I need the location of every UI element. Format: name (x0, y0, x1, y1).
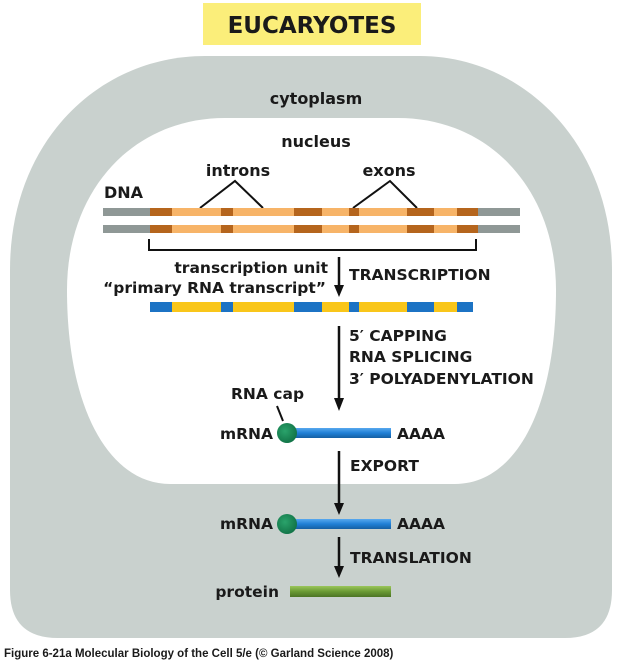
title: EUCARYOTES (228, 13, 397, 39)
mrna-cytoplasmic-strand (288, 519, 391, 529)
dna-strand-2-exon-segment (407, 225, 434, 233)
rna-intron-segment (233, 302, 294, 312)
rna-intron-segment (434, 302, 457, 312)
processing-step-splicing: RNA SPLICING (349, 348, 472, 366)
dna-strand-2-exon-segment (457, 225, 478, 233)
dna-strand-2-intron-segment (233, 225, 294, 233)
translation-arrow-head (334, 566, 344, 578)
export-step-label: EXPORT (350, 457, 419, 475)
dna-strand-2-intron-segment (359, 225, 407, 233)
dna-strand-1-exon-segment (457, 208, 478, 216)
dna-strand-1-intron-segment (322, 208, 349, 216)
translation-step-label: TRANSLATION (350, 549, 472, 567)
processing-arrow-head (334, 398, 344, 411)
dna-strand-1-intron-segment (434, 208, 457, 216)
dna-strand-1-exon-segment (221, 208, 233, 216)
dna-strand-1-intron-segment (172, 208, 221, 216)
protein-label: protein (215, 583, 279, 601)
exons-label: exons (362, 161, 415, 180)
introns-label: introns (206, 161, 270, 180)
dna-strand-1-flank-segment (478, 208, 520, 216)
export-arrow-head (334, 503, 344, 515)
cytoplasm-label: cytoplasm (270, 89, 362, 108)
rna-exon-segment (294, 302, 322, 312)
dna-strand-1-exon-segment (407, 208, 434, 216)
polya-cytoplasmic-label: AAAA (397, 515, 445, 533)
protein-bar (290, 586, 391, 597)
rna-exon-segment (221, 302, 233, 312)
dna-strand-1-exon-segment (150, 208, 172, 216)
dna-strand-2-intron-segment (322, 225, 349, 233)
mrna-cytoplasmic-label: mRNA (220, 515, 273, 533)
dna-strand-2-intron-segment (172, 225, 221, 233)
dna-strand-2-flank-segment (478, 225, 520, 233)
transcription-step-label: TRANSCRIPTION (349, 266, 491, 284)
dna-strand-1-flank-segment (103, 208, 150, 216)
dna-strand-2-exon-segment (349, 225, 359, 233)
transcription-unit-label: transcription unit (174, 259, 328, 277)
dna-strand-1-exon-segment (349, 208, 359, 216)
nucleus-label: nucleus (281, 132, 351, 151)
rna-exon-segment (150, 302, 172, 312)
exons-pointer (352, 179, 418, 209)
rna-cap-label: RNA cap (231, 385, 304, 403)
dna-strand-2-exon-segment (294, 225, 322, 233)
dna-strand-1-intron-segment (359, 208, 407, 216)
mrna-nuclear-cap (277, 423, 297, 443)
title-box (203, 3, 421, 45)
rna-exon-segment (349, 302, 359, 312)
rna-exon-segment (457, 302, 473, 312)
transcription-unit-bracket (148, 239, 477, 251)
dna-label: DNA (104, 183, 144, 202)
polya-nuclear-label: AAAA (397, 425, 445, 443)
figure-caption: Figure 6-21a Molecular Biology of the Ce… (4, 648, 394, 660)
dna-double-strand (103, 208, 520, 233)
rna-intron-segment (359, 302, 407, 312)
primary-transcript-label: “primary RNA transcript” (103, 279, 326, 297)
rna-exon-segment (407, 302, 434, 312)
dna-strand-1-intron-segment (233, 208, 294, 216)
rna-cap-pointer (276, 405, 284, 422)
mrna-nuclear-strand (288, 428, 391, 438)
processing-step-capping: 5′ CAPPING (349, 327, 447, 345)
primary-rna-transcript (150, 302, 473, 312)
dna-strand-2-exon-segment (150, 225, 172, 233)
dna-strand-2-intron-segment (434, 225, 457, 233)
rna-intron-segment (322, 302, 349, 312)
transcription-arrow-head (334, 285, 344, 297)
introns-pointer (199, 179, 264, 209)
dna-strand-1-exon-segment (294, 208, 322, 216)
dna-strand-2-flank-segment (103, 225, 150, 233)
processing-step-polyadenylation: 3′ POLYADENYLATION (349, 370, 534, 388)
mrna-nuclear-label: mRNA (220, 425, 273, 443)
mrna-cytoplasmic-cap (277, 514, 297, 534)
dna-strand-2-exon-segment (221, 225, 233, 233)
rna-intron-segment (172, 302, 221, 312)
